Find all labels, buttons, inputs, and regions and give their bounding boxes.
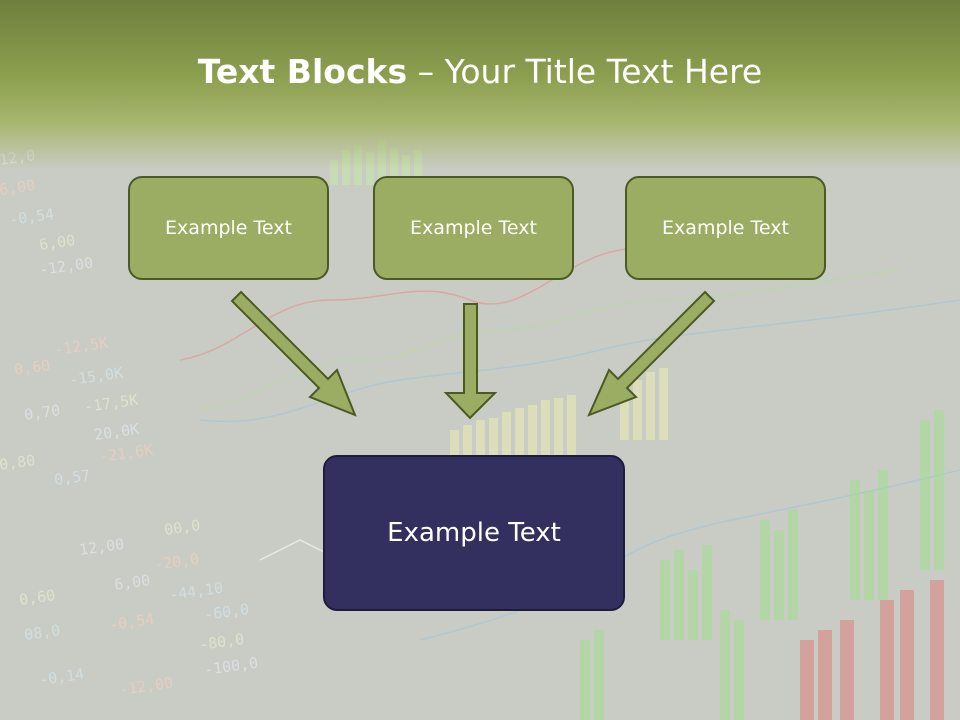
title-dash: –	[407, 52, 445, 91]
ticker-value: 00,0	[163, 516, 201, 539]
top-box-3: Example Text	[625, 176, 826, 280]
ticker-value: 6,00	[0, 176, 36, 199]
ticker-value: 0,60	[18, 586, 56, 609]
top-box-2: Example Text	[373, 176, 574, 280]
arrow-right	[587, 290, 716, 417]
title-bold: Text Blocks	[197, 52, 408, 91]
ticker-value: 0,60	[13, 356, 51, 379]
arrow-middle	[443, 303, 498, 420]
ticker-value: 08,0	[23, 621, 61, 644]
title-rest: Your Title Text Here	[444, 52, 763, 91]
header-band	[0, 0, 960, 170]
arrow-left	[230, 290, 357, 417]
ticker-value: 6,00	[113, 571, 151, 594]
top-box-1-text: Example Text	[165, 217, 292, 239]
ticker-value: 0,70	[23, 401, 61, 424]
main-box-text: Example Text	[387, 518, 561, 548]
ticker-value: 6,00	[38, 231, 76, 254]
ticker-value: 0,80	[0, 451, 36, 474]
top-box-3-text: Example Text	[662, 217, 789, 239]
top-box-2-text: Example Text	[410, 217, 537, 239]
ticker-value: 0,57	[53, 466, 91, 489]
page-title: Text Blocks – Your Title Text Here	[0, 52, 960, 91]
main-box: Example Text	[323, 455, 625, 611]
top-box-1: Example Text	[128, 176, 329, 280]
